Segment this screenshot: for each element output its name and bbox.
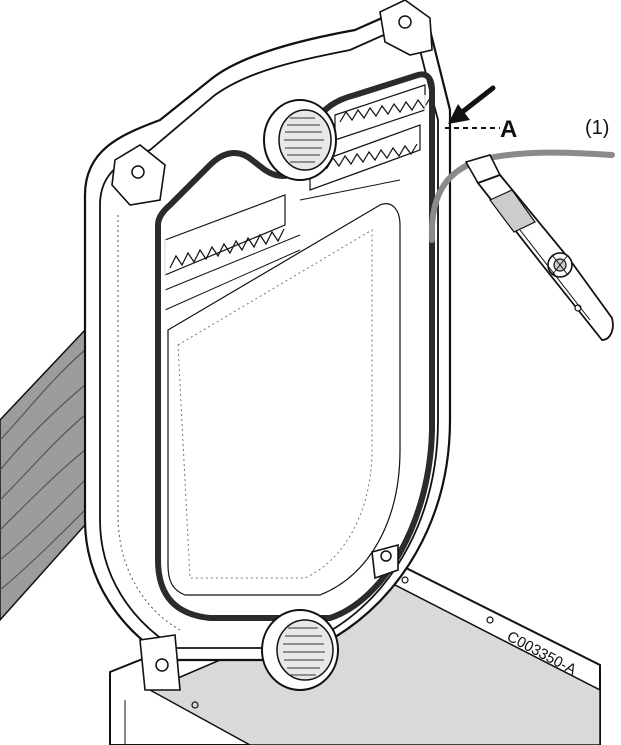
upper-nozzle xyxy=(263,99,337,181)
seal-gasket xyxy=(155,71,435,621)
utility-knife xyxy=(464,154,614,341)
part-label-1: (1) xyxy=(585,117,610,139)
support-base xyxy=(109,558,601,745)
inner-chamber xyxy=(167,203,401,596)
wooden-plank xyxy=(0,328,86,622)
mounting-lugs xyxy=(111,0,433,691)
lower-nozzle xyxy=(261,609,339,691)
detail-pointer xyxy=(445,85,500,129)
detail-label-a: A xyxy=(500,116,518,143)
fins-lower xyxy=(164,179,401,311)
